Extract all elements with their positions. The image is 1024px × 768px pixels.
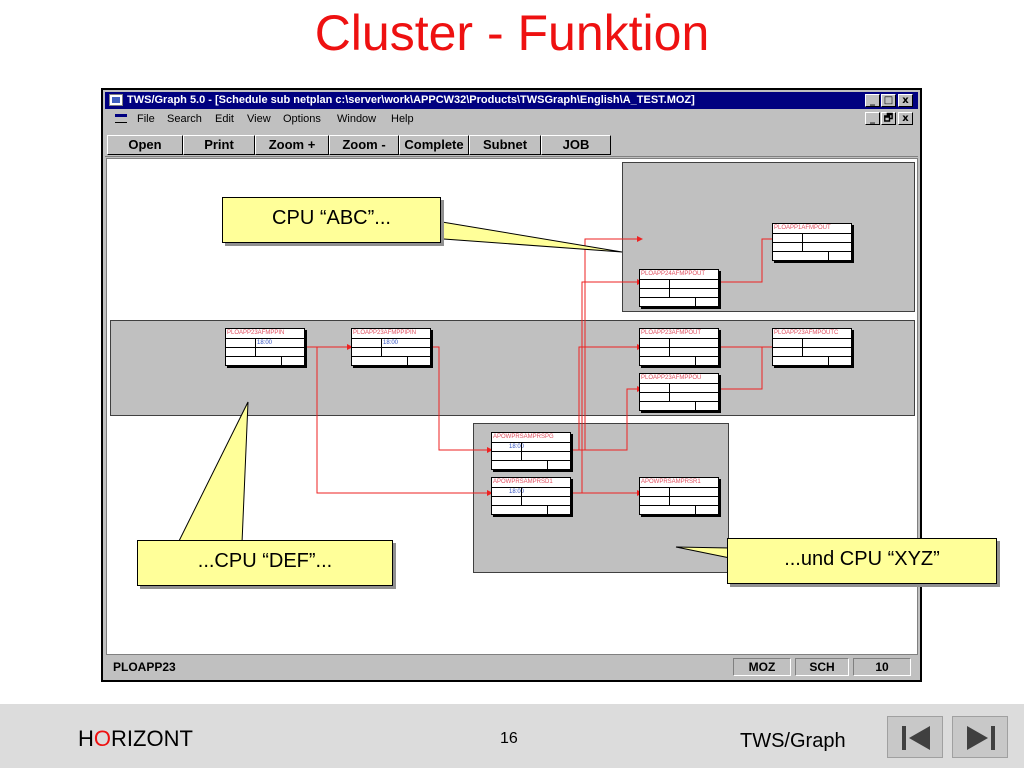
job-node-label: PLOAPP23AFMPPIN bbox=[227, 330, 285, 336]
next-slide-button[interactable] bbox=[952, 716, 1008, 758]
slide-footer: HORIZONT 16 TWS/Graph bbox=[0, 704, 1024, 768]
complete-button[interactable]: Complete bbox=[399, 135, 469, 155]
edge-n4-n3 bbox=[719, 238, 772, 283]
menu-edit[interactable]: Edit bbox=[215, 113, 234, 125]
close-button[interactable]: x bbox=[898, 94, 913, 107]
job-node[interactable]: APOWPRSAMPRSD1 18:00 bbox=[491, 477, 571, 515]
job-node[interactable]: PLOAPP24AFMPPOUT bbox=[639, 269, 719, 307]
status-text: PLOAPP23 bbox=[113, 660, 176, 674]
menu-file[interactable]: File bbox=[137, 113, 155, 125]
minimize-button[interactable]: _ bbox=[865, 94, 880, 107]
page-number: 16 bbox=[500, 730, 518, 747]
job-node-label: APOWPRSAMPRSPG bbox=[493, 434, 554, 440]
job-node[interactable]: PLOAPP23AFMPPIN 18:00 bbox=[225, 328, 305, 366]
job-node-time: 18:00 bbox=[509, 489, 525, 495]
status-box-sch: SCH bbox=[795, 658, 849, 676]
window-titlebar[interactable]: TWS/Graph 5.0 - [Schedule sub netplan c:… bbox=[105, 92, 918, 109]
menu-help[interactable]: Help bbox=[391, 113, 414, 125]
horizont-logo: HORIZONT bbox=[78, 726, 193, 751]
job-node-label: PLOAPP23AFMPOUT bbox=[641, 330, 702, 336]
subnet-button[interactable]: Subnet bbox=[469, 135, 541, 155]
status-box-moz: MOZ bbox=[733, 658, 791, 676]
job-node-label: PLOAPP24AFMPPOUT bbox=[641, 271, 706, 277]
job-button[interactable]: JOB bbox=[541, 135, 611, 155]
job-node-label: PLOAPP23AFMPPOU bbox=[641, 375, 702, 381]
zoom-out-button[interactable]: Zoom - bbox=[329, 135, 399, 155]
slide-title: Cluster - Funktion bbox=[314, 5, 710, 61]
menu-search[interactable]: Search bbox=[167, 113, 202, 125]
job-node-label: APOWPRSAMPRSR1 bbox=[641, 479, 701, 485]
callout-abc: CPU “ABC”... bbox=[222, 197, 441, 243]
status-box-count: 10 bbox=[853, 658, 911, 676]
statusbar: PLOAPP23 MOZ SCH 10 bbox=[105, 656, 918, 678]
job-node-time: 18:00 bbox=[257, 340, 273, 346]
edge-n9-n4 bbox=[572, 281, 637, 494]
doc-close-button[interactable]: x bbox=[898, 112, 913, 125]
edge-n2-n8 bbox=[429, 346, 487, 451]
menu-options[interactable]: Options bbox=[283, 113, 321, 125]
skip-back-icon bbox=[902, 726, 930, 750]
job-node-label: PLOAPP23AFMPPIPIN bbox=[353, 330, 417, 336]
job-node[interactable]: PLOAPP23AFMPOUT bbox=[639, 328, 719, 366]
job-node[interactable]: APOWPRSAMPRSR1 bbox=[639, 477, 719, 515]
footer-label: TWS/Graph bbox=[740, 730, 846, 752]
job-node[interactable]: PLOAPP1AFMPOUT bbox=[772, 223, 852, 261]
job-node-label: PLOAPP23AFMPOUTC bbox=[774, 330, 839, 336]
callout-def: ...CPU “DEF”... bbox=[137, 540, 393, 586]
menubar: File Search Edit View Options Window Hel… bbox=[105, 110, 918, 128]
maximize-button[interactable]: □ bbox=[881, 94, 896, 107]
open-button[interactable]: Open bbox=[107, 135, 183, 155]
job-node[interactable]: PLOAPP23AFMPPOU bbox=[639, 373, 719, 411]
app-window: TWS/Graph 5.0 - [Schedule sub netplan c:… bbox=[101, 88, 922, 682]
job-node[interactable]: PLOAPP23AFMPOUTC bbox=[772, 328, 852, 366]
edge-n8-n7 bbox=[572, 388, 637, 451]
zoom-in-button[interactable]: Zoom + bbox=[255, 135, 329, 155]
edge-n7-n6 bbox=[719, 346, 772, 390]
job-node-label: PLOAPP1AFMPOUT bbox=[774, 225, 831, 231]
window-title: TWS/Graph 5.0 - [Schedule sub netplan c:… bbox=[127, 94, 695, 106]
toolbar: Open Print Zoom + Zoom - Complete Subnet… bbox=[105, 134, 918, 157]
job-node-label: APOWPRSAMPRSD1 bbox=[493, 479, 553, 485]
skip-forward-icon bbox=[967, 726, 995, 750]
doc-minimize-button[interactable]: _ bbox=[865, 112, 880, 125]
callout-xyz: ...und CPU “XYZ” bbox=[727, 538, 997, 584]
menu-view[interactable]: View bbox=[247, 113, 271, 125]
print-button[interactable]: Print bbox=[183, 135, 255, 155]
doc-restore-button[interactable]: 🗗 bbox=[881, 112, 896, 125]
job-node[interactable]: APOWPRSAMPRSPG 18:00 bbox=[491, 432, 571, 470]
job-node-time: 18:00 bbox=[509, 444, 525, 450]
app-icon[interactable] bbox=[109, 94, 123, 106]
previous-slide-button[interactable] bbox=[887, 716, 943, 758]
document-icon[interactable] bbox=[115, 114, 127, 123]
job-node-time: 18:00 bbox=[383, 340, 399, 346]
menu-window[interactable]: Window bbox=[337, 113, 377, 125]
job-node[interactable]: PLOAPP23AFMPPIPIN 18:00 bbox=[351, 328, 431, 366]
edge-n1-n9 bbox=[305, 346, 487, 494]
